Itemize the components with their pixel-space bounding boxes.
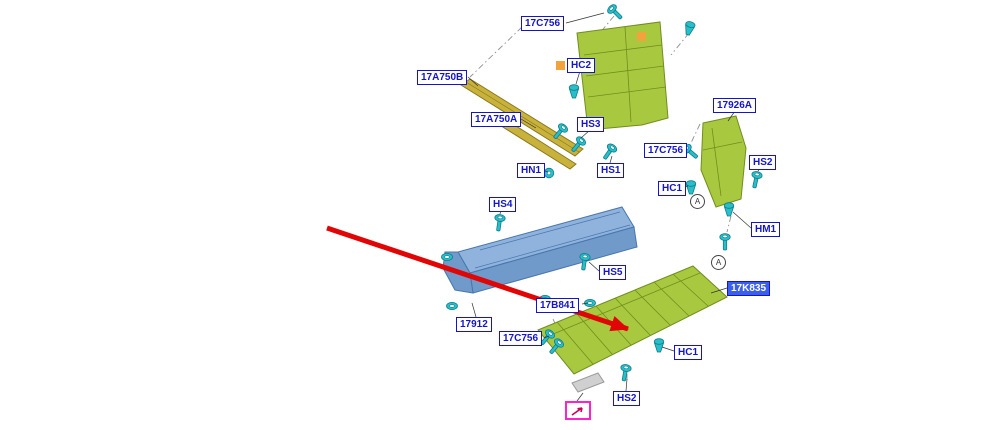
side-bracket-part xyxy=(700,115,747,208)
part-label-hc1-bottom[interactable]: HC1 xyxy=(674,345,703,360)
bumper-reinforcement-part xyxy=(442,206,638,294)
view-marker-a-1: A xyxy=(690,194,705,209)
callout-square-1 xyxy=(556,61,565,70)
part-label-17c756-bottom[interactable]: 17C756 xyxy=(499,331,543,346)
part-label-17c756-mid[interactable]: 17C756 xyxy=(644,143,688,158)
part-label-17c756-top[interactable]: 17C756 xyxy=(521,16,565,31)
part-label-17926a[interactable]: 17926A xyxy=(713,98,757,113)
part-label-hs3[interactable]: HS3 xyxy=(577,117,605,132)
view-marker-a-2: A xyxy=(711,255,726,270)
screw-icon xyxy=(492,213,507,232)
clip-icon xyxy=(723,202,735,217)
part-label-hs2-bottom[interactable]: HS2 xyxy=(613,391,641,406)
part-label-17a750b[interactable]: 17A750B xyxy=(417,70,468,85)
screw-icon xyxy=(748,170,764,190)
grommet-icon xyxy=(446,301,458,311)
part-label-hs5[interactable]: HS5 xyxy=(599,265,627,280)
part-label-hm1[interactable]: HM1 xyxy=(751,222,781,237)
screw-icon xyxy=(599,141,619,163)
trim-strip-part xyxy=(571,372,605,393)
rear-valance-panel-part xyxy=(576,21,669,131)
clip-icon xyxy=(682,20,697,37)
legend-arrow-icon xyxy=(571,406,583,416)
part-label-hn1[interactable]: HN1 xyxy=(517,163,546,178)
screw-icon xyxy=(605,2,626,23)
callout-square-2 xyxy=(637,32,646,41)
part-label-17b841[interactable]: 17B841 xyxy=(536,298,580,313)
bumper-step-pad-part xyxy=(537,265,728,375)
part-label-hc2[interactable]: HC2 xyxy=(567,58,596,73)
clip-icon xyxy=(568,84,580,99)
part-label-hs4[interactable]: HS4 xyxy=(489,197,517,212)
clip-icon xyxy=(653,338,665,353)
part-label-hs1[interactable]: HS1 xyxy=(597,163,625,178)
part-label-17a750a[interactable]: 17A750A xyxy=(471,112,522,127)
screw-icon xyxy=(719,233,731,251)
part-label-17k835-highlighted[interactable]: 17K835 xyxy=(727,281,771,296)
grommet-icon xyxy=(441,252,453,262)
part-label-hs2-right[interactable]: HS2 xyxy=(749,155,777,170)
clip-icon xyxy=(685,180,697,195)
nut-icon xyxy=(543,167,555,179)
screw-icon xyxy=(618,363,633,383)
part-label-hc1-right[interactable]: HC1 xyxy=(658,181,687,196)
legend-note-button[interactable] xyxy=(565,401,591,420)
part-label-17912[interactable]: 17912 xyxy=(456,317,492,332)
